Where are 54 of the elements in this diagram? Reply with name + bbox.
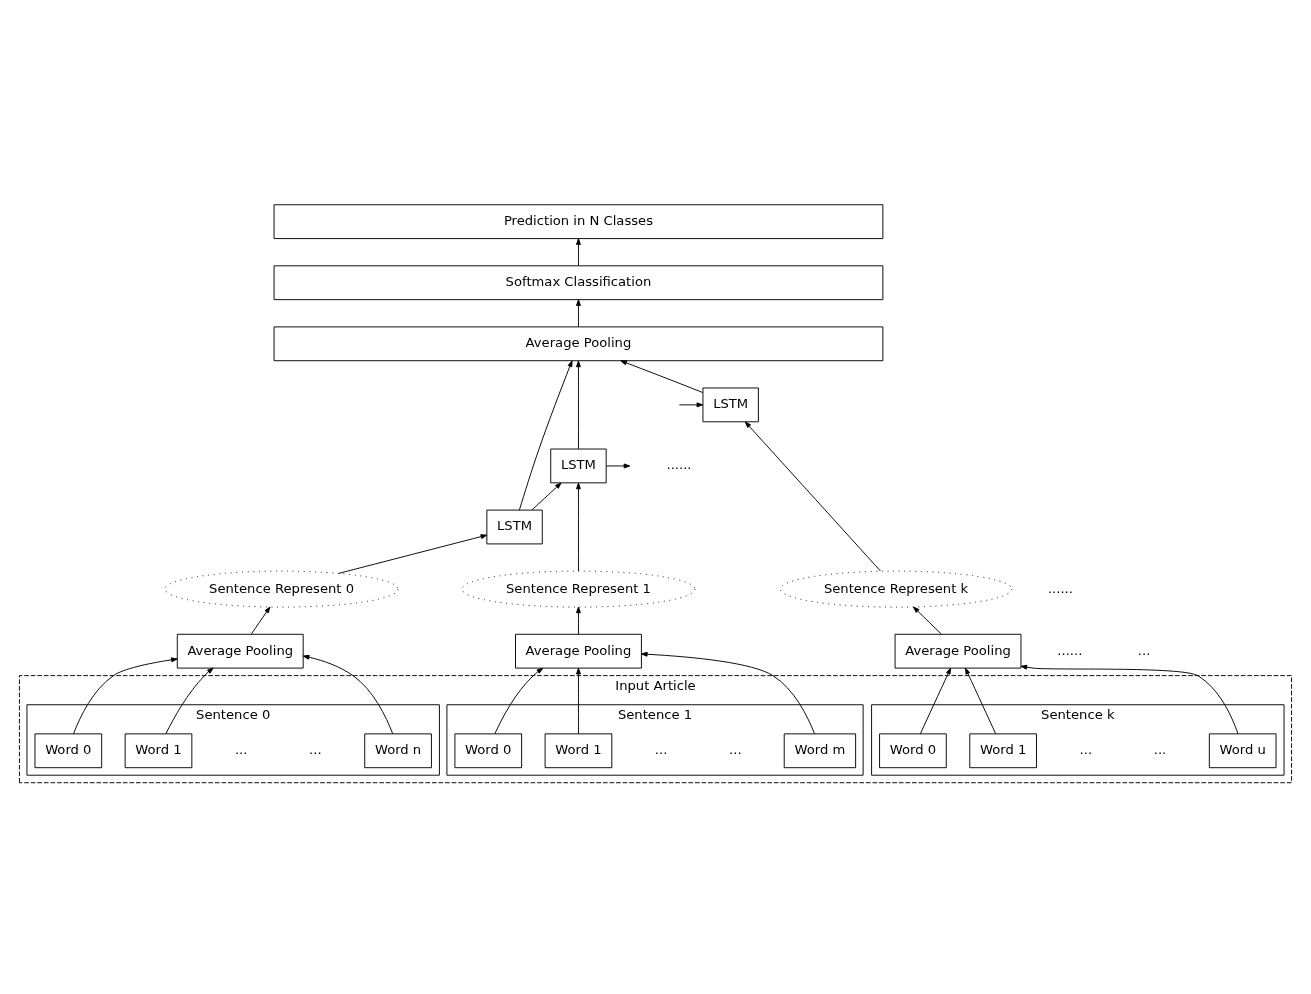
- node-box: Average Pooling: [273, 325, 884, 361]
- arrow: [576, 237, 581, 266]
- node-box: Word 0: [879, 732, 947, 768]
- arrow: [620, 359, 704, 393]
- label: ......: [1057, 642, 1083, 658]
- node-box: Word 0: [34, 732, 103, 768]
- node-box: Average Pooling: [176, 633, 304, 669]
- node-box: Word n: [364, 732, 432, 768]
- arrow: [518, 359, 573, 511]
- node-box: Word 1: [124, 732, 193, 768]
- node-box: Word 1: [969, 732, 1037, 768]
- label: ......: [666, 456, 692, 472]
- arrow: [576, 482, 581, 571]
- arrow: [919, 667, 952, 734]
- arrow: [965, 667, 997, 734]
- node-box: LSTM: [550, 448, 607, 483]
- arrow: [605, 463, 631, 468]
- arrow: [913, 606, 942, 635]
- arrow: [73, 656, 178, 734]
- arrow: [678, 401, 704, 407]
- arrow: [576, 667, 581, 734]
- node-box: Average Pooling: [515, 633, 642, 669]
- label: ...: [654, 741, 668, 757]
- node-box: Word u: [1208, 732, 1277, 768]
- arrow: [165, 667, 214, 734]
- arrow: [302, 654, 394, 734]
- node-box: LSTM: [486, 509, 543, 544]
- label: ...: [729, 741, 742, 757]
- node-ellipse: Sentence Represent 1: [461, 570, 696, 608]
- node-box: Prediction in N Classes: [273, 203, 884, 239]
- node-box: Softmax Classification: [273, 264, 884, 300]
- arrow: [641, 651, 815, 734]
- node-box: Word m: [783, 732, 857, 768]
- label: ......: [1047, 580, 1073, 596]
- node-box: Word 1: [544, 732, 613, 768]
- arrow: [744, 421, 881, 571]
- node-box: Average Pooling: [894, 633, 1022, 669]
- arrow: [494, 667, 544, 734]
- label: ...: [1153, 741, 1167, 757]
- node-ellipse: Sentence Represent k: [779, 570, 1013, 608]
- node-ellipse: Sentence Represent 0: [164, 570, 399, 608]
- arrow: [250, 606, 271, 635]
- arrow: [576, 298, 581, 327]
- label: ...: [234, 741, 248, 757]
- label: ...: [309, 741, 322, 757]
- arrow: [576, 606, 581, 635]
- label: ...: [1137, 642, 1151, 658]
- node-box: LSTM: [702, 387, 759, 422]
- arrow: [1020, 664, 1239, 734]
- node-box: Word 0: [454, 732, 523, 768]
- arrow: [576, 360, 581, 449]
- label: ...: [1079, 741, 1093, 757]
- arrow: [338, 533, 488, 574]
- arrow: [531, 482, 562, 510]
